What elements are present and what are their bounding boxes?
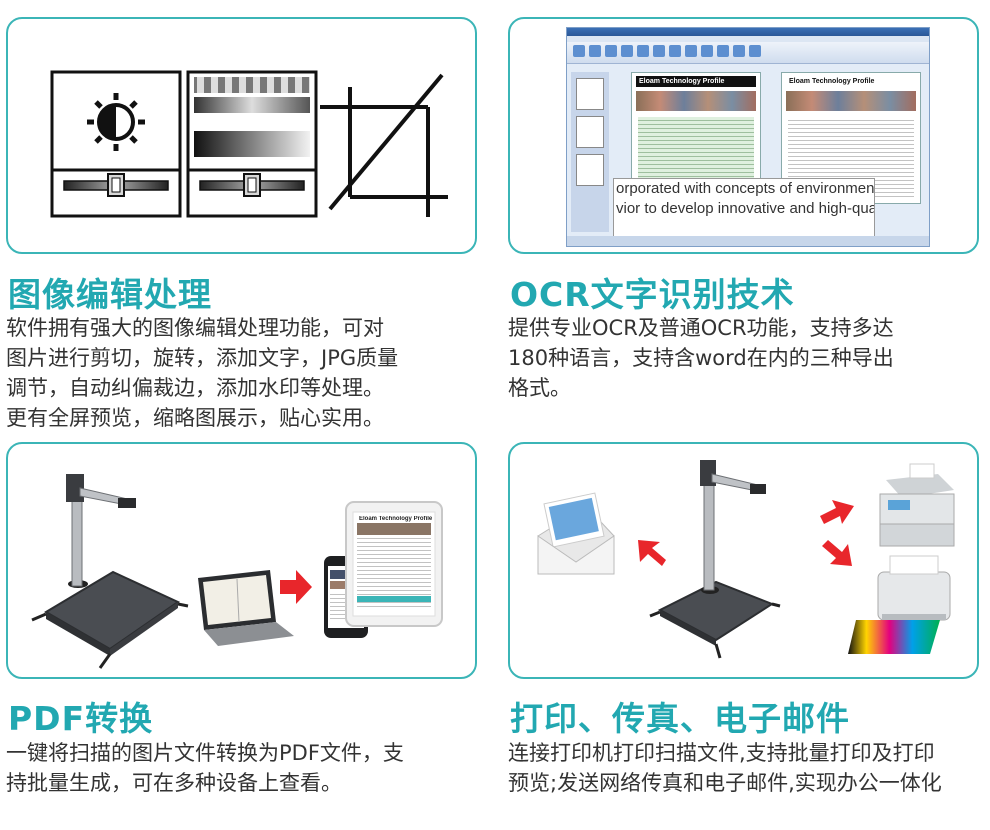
color-icon <box>589 45 601 57</box>
brightness-panel <box>50 70 182 218</box>
desc-line: 格式。 <box>508 376 571 400</box>
window-titlebar <box>567 28 929 36</box>
section-desc-pdf: 一键将扫描的图片文件转换为PDF文件，支 持批量生成，可在多种设备上查看。 <box>6 738 404 798</box>
image-editing-card <box>6 17 477 254</box>
zoom-icon <box>637 45 649 57</box>
red-arrow-icon <box>638 500 854 566</box>
document-heading: Eloam Technology Profile <box>636 76 756 87</box>
sun-half-icon <box>87 93 145 151</box>
thumbnail <box>576 154 604 186</box>
desc-line: 连接打印机打印扫描文件,支持批量打印及打印 <box>508 741 935 765</box>
desc-line: 预览;发送网络传真和电子邮件,实现办公一体化 <box>508 771 942 795</box>
section-desc-ocr: 提供专业OCR及普通OCR功能，支持多达 180种语言，支持含word在内的三种… <box>508 313 894 403</box>
print-illustration <box>537 460 955 659</box>
result-heading: Eloam Technology Profile <box>786 76 916 87</box>
printer-icon <box>848 555 951 654</box>
section-desc-print: 连接打印机打印扫描文件,支持批量打印及打印 预览;发送网络传真和电子邮件,实现办… <box>508 738 942 798</box>
window-statusbar <box>567 236 929 246</box>
result-photo <box>786 91 916 111</box>
desc-line: 提供专业OCR及普通OCR功能，支持多达 <box>508 316 894 340</box>
print-fax-email-card <box>508 442 979 679</box>
desc-line: 调节，自动纠偏裁边，添加水印等处理。 <box>6 376 384 400</box>
ocr-software-window: Eloam Technology Profile Eloam Technolog… <box>566 27 930 247</box>
document-camera-scanner <box>31 474 189 669</box>
zoom-line: orporated with concepts of environmental… <box>616 180 875 197</box>
grayscale-gradient-icon <box>186 70 318 218</box>
document-photo <box>636 91 756 111</box>
brightness-slider <box>63 173 169 197</box>
save-icon <box>669 45 681 57</box>
desc-line: 更有全屏预览，缩略图展示，贴心实用。 <box>6 406 384 430</box>
settings-icon <box>749 45 761 57</box>
crop-tool-icon <box>621 45 633 57</box>
section-title-ocr: OCR文字识别技术 <box>510 275 795 314</box>
section-desc-image-editing: 软件拥有强大的图像编辑处理功能，可对 图片进行剪切，旋转，添加文字，JPG质量 … <box>6 313 398 433</box>
rotate-icon <box>605 45 617 57</box>
print-icon <box>685 45 697 57</box>
document-camera-scanner <box>649 460 781 659</box>
email-tool-icon <box>701 45 713 57</box>
desc-line: 180种语言，支持含word在内的三种导出 <box>508 346 894 370</box>
window-toolbar <box>567 42 929 64</box>
section-title-pdf: PDF转换 <box>8 699 154 738</box>
red-arrow-icon <box>280 570 312 604</box>
ocr-card: Eloam Technology Profile Eloam Technolog… <box>508 17 979 254</box>
thumbnail <box>576 78 604 110</box>
tablet-document-heading: Eloam Technology Profile <box>359 516 433 522</box>
thumbnail-panel <box>571 72 609 232</box>
thumbnail <box>576 116 604 148</box>
zoom-line: vior to develop innovative and high-qual… <box>616 200 874 217</box>
scan-icon <box>653 45 665 57</box>
ocr-zoom-preview: orporated with concepts of environmental… <box>613 178 875 240</box>
laptop-icon <box>198 570 294 646</box>
tablet-icon <box>345 501 443 627</box>
desc-line: 一键将扫描的图片文件转换为PDF文件，支 <box>6 741 404 765</box>
camera-icon <box>573 45 585 57</box>
desc-line: 持批量生成，可在多种设备上查看。 <box>6 771 342 795</box>
section-title-print: 打印、传真、电子邮件 <box>510 699 850 738</box>
fax-machine-icon <box>879 463 955 547</box>
email-photo-icon <box>537 492 615 575</box>
window-menubar <box>567 36 929 42</box>
crop-icon <box>320 73 448 217</box>
pdf-icon <box>733 45 745 57</box>
desc-line: 软件拥有强大的图像编辑处理功能，可对 <box>6 316 384 340</box>
pdf-card: Eloam Technology Profile <box>6 442 477 679</box>
desc-line: 图片进行剪切，旋转，添加文字，JPG质量 <box>6 346 399 370</box>
section-title-image-editing: 图像编辑处理 <box>8 275 212 314</box>
image-editing-illustration <box>50 70 448 218</box>
ocr-icon <box>717 45 729 57</box>
pdf-illustration <box>31 474 443 669</box>
